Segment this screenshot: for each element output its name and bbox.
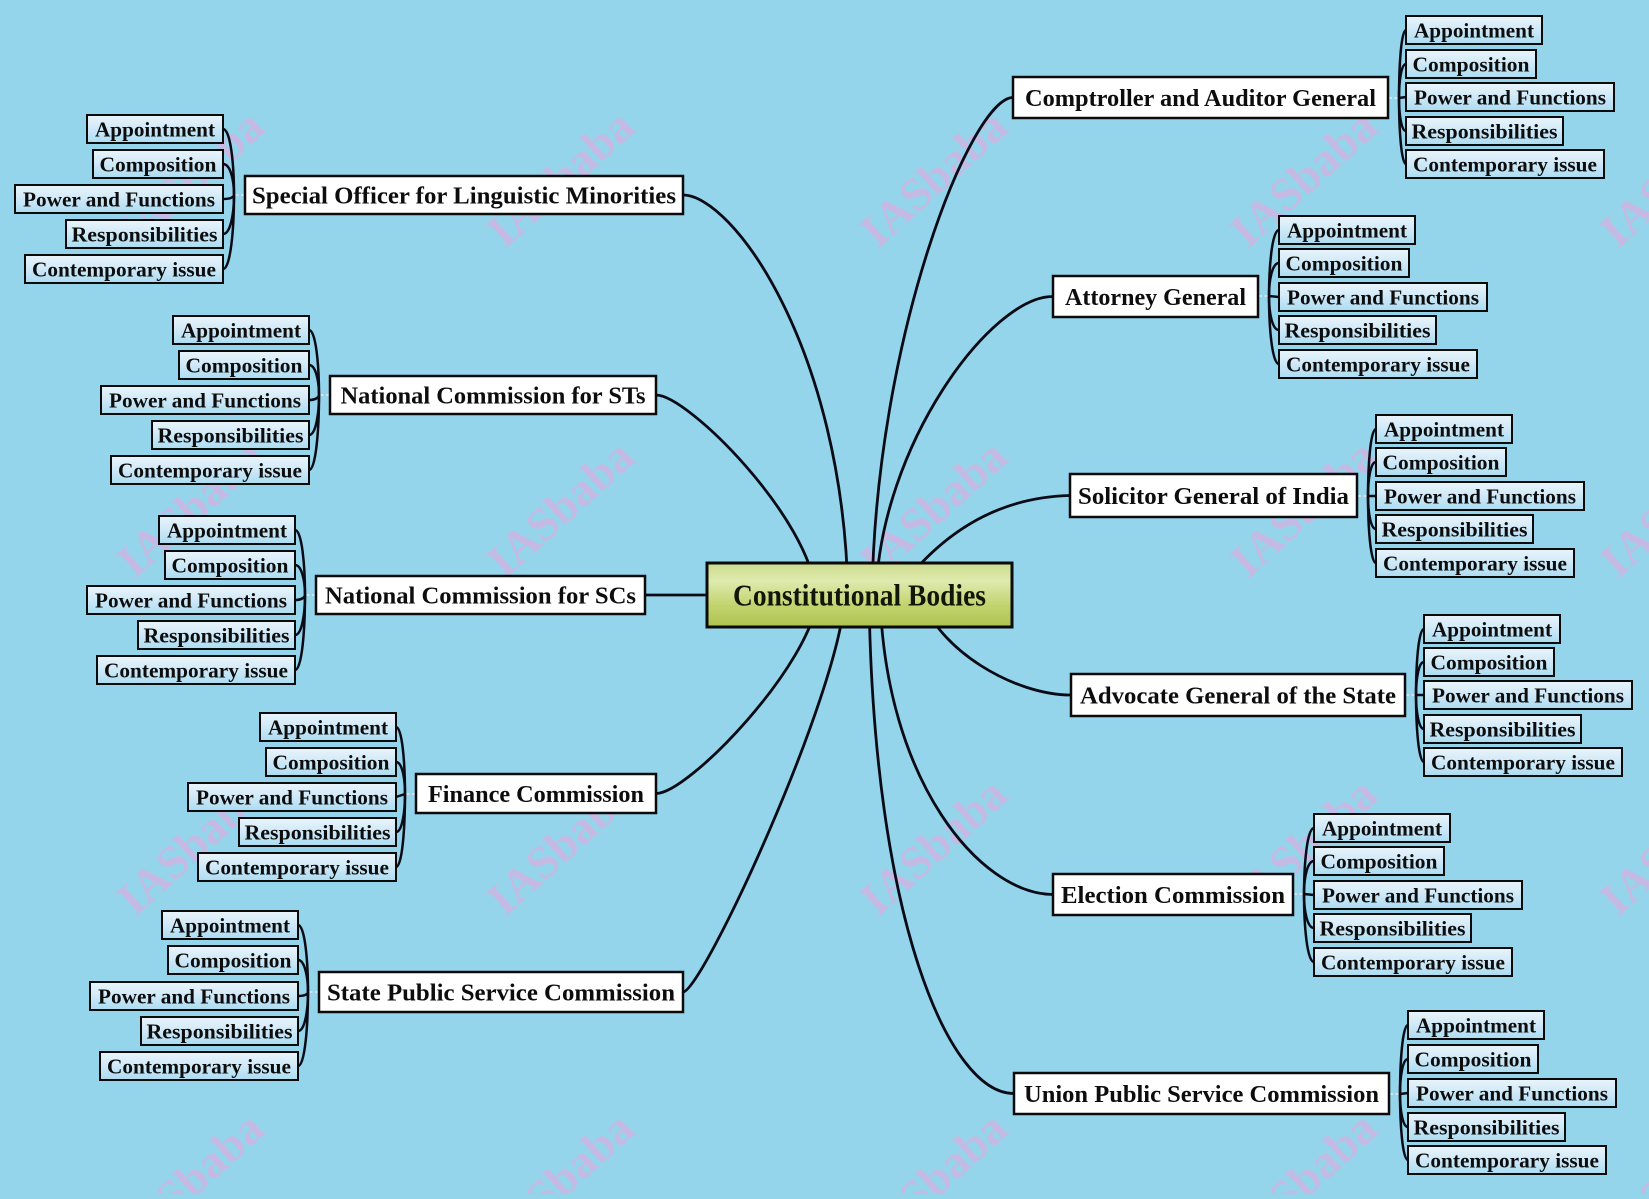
- svg-text:Composition: Composition: [1415, 1047, 1532, 1071]
- svg-text:Power and Functions: Power and Functions: [95, 588, 287, 612]
- svg-text:Responsibilities: Responsibilities: [158, 423, 304, 447]
- svg-text:Contemporary issue: Contemporary issue: [205, 855, 389, 879]
- svg-text:Responsibilities: Responsibilities: [147, 1019, 293, 1043]
- svg-text:State Public Service Commissio: State Public Service Commission: [327, 980, 675, 1006]
- svg-text:Contemporary issue: Contemporary issue: [1321, 950, 1505, 974]
- svg-text:Composition: Composition: [1321, 849, 1438, 873]
- svg-text:Power and Functions: Power and Functions: [196, 785, 388, 809]
- svg-text:Solicitor General of India: Solicitor General of India: [1078, 484, 1349, 510]
- svg-text:Power and Functions: Power and Functions: [1432, 683, 1624, 707]
- svg-text:Responsibilities: Responsibilities: [72, 222, 218, 246]
- svg-text:Composition: Composition: [175, 948, 292, 972]
- svg-text:Appointment: Appointment: [95, 117, 216, 141]
- svg-text:Contemporary issue: Contemporary issue: [104, 658, 288, 682]
- svg-text:Power and Functions: Power and Functions: [1287, 285, 1479, 309]
- svg-text:Contemporary issue: Contemporary issue: [32, 257, 216, 281]
- svg-text:Contemporary issue: Contemporary issue: [107, 1054, 291, 1078]
- svg-text:Constitutional Bodies: Constitutional Bodies: [733, 579, 986, 613]
- svg-text:Contemporary issue: Contemporary issue: [1415, 1148, 1599, 1172]
- svg-text:Composition: Composition: [1431, 650, 1548, 674]
- svg-text:Power and Functions: Power and Functions: [1384, 484, 1576, 508]
- svg-text:Responsibilities: Responsibilities: [1414, 1115, 1560, 1139]
- svg-text:Power and Functions: Power and Functions: [23, 187, 215, 211]
- svg-text:Composition: Composition: [273, 750, 390, 774]
- svg-text:Election Commission: Election Commission: [1061, 883, 1285, 909]
- svg-text:Contemporary issue: Contemporary issue: [1383, 551, 1567, 575]
- svg-text:Union Public Service Commissio: Union Public Service Commission: [1024, 1082, 1379, 1108]
- svg-text:Appointment: Appointment: [1414, 18, 1535, 42]
- svg-text:Responsibilities: Responsibilities: [1412, 119, 1558, 143]
- svg-text:Contemporary issue: Contemporary issue: [1286, 352, 1470, 376]
- svg-text:Finance Commission: Finance Commission: [428, 782, 644, 808]
- svg-text:Appointment: Appointment: [167, 518, 288, 542]
- svg-text:Responsibilities: Responsibilities: [144, 623, 290, 647]
- svg-text:Appointment: Appointment: [268, 715, 389, 739]
- svg-text:Composition: Composition: [1383, 450, 1500, 474]
- svg-text:Composition: Composition: [100, 152, 217, 176]
- svg-text:Composition: Composition: [186, 353, 303, 377]
- svg-text:Power and Functions: Power and Functions: [1322, 883, 1514, 907]
- svg-text:Composition: Composition: [1286, 251, 1403, 275]
- svg-text:Power and Functions: Power and Functions: [1414, 85, 1606, 109]
- svg-text:Responsibilities: Responsibilities: [1285, 318, 1431, 342]
- svg-text:Composition: Composition: [172, 553, 289, 577]
- svg-text:Responsibilities: Responsibilities: [1430, 717, 1576, 741]
- svg-text:Appointment: Appointment: [1416, 1013, 1537, 1037]
- svg-text:National Commission for STs: National Commission for STs: [341, 383, 646, 409]
- svg-text:National Commission for SCs: National Commission for SCs: [325, 583, 636, 609]
- svg-text:Appointment: Appointment: [181, 318, 302, 342]
- svg-text:Responsibilities: Responsibilities: [1382, 517, 1528, 541]
- svg-text:Advocate General of the State: Advocate General of the State: [1080, 683, 1396, 709]
- svg-text:Composition: Composition: [1413, 52, 1530, 76]
- svg-text:Comptroller and Auditor Genera: Comptroller and Auditor General: [1025, 86, 1376, 112]
- svg-text:Power and Functions: Power and Functions: [98, 984, 290, 1008]
- svg-text:Appointment: Appointment: [1432, 617, 1553, 641]
- svg-text:Special Officer for Linguistic: Special Officer for Linguistic Minoritie…: [252, 183, 676, 209]
- svg-text:Appointment: Appointment: [1322, 816, 1443, 840]
- svg-text:Appointment: Appointment: [1384, 417, 1505, 441]
- svg-text:Responsibilities: Responsibilities: [1320, 916, 1466, 940]
- svg-text:Attorney General: Attorney General: [1065, 285, 1246, 311]
- svg-text:Power and Functions: Power and Functions: [109, 388, 301, 412]
- svg-text:Contemporary issue: Contemporary issue: [1431, 750, 1615, 774]
- svg-text:Power and Functions: Power and Functions: [1416, 1081, 1608, 1105]
- svg-text:Responsibilities: Responsibilities: [245, 820, 391, 844]
- svg-text:Appointment: Appointment: [1287, 218, 1408, 242]
- svg-text:Appointment: Appointment: [170, 913, 291, 937]
- svg-text:Contemporary issue: Contemporary issue: [1413, 152, 1597, 176]
- svg-text:Contemporary issue: Contemporary issue: [118, 458, 302, 482]
